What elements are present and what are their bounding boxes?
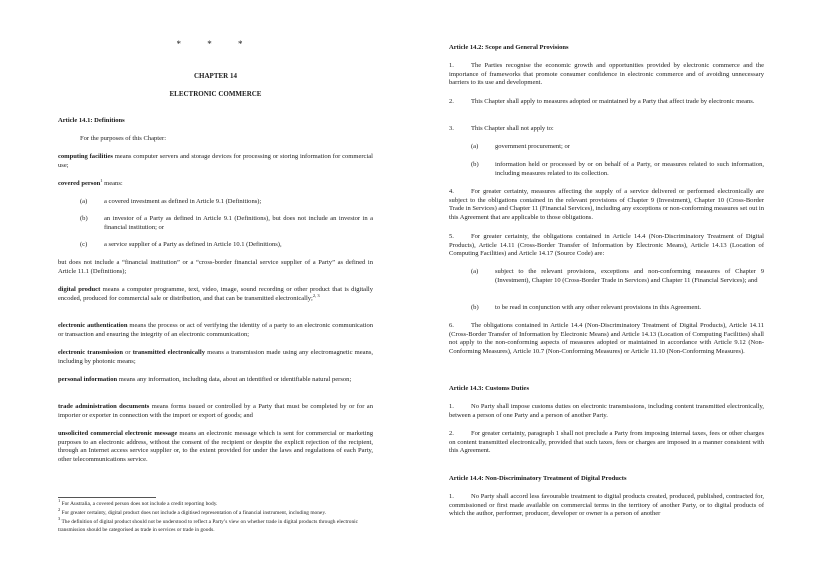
footnote-number: 1 — [58, 498, 61, 504]
term: personal information — [58, 376, 118, 383]
item-text: a covered investment as defined in Artic… — [104, 198, 262, 205]
paragraph-text: This Chapter shall apply to measures ado… — [471, 98, 755, 105]
article-heading-scope: Article 14.2: Scope and General Provisio… — [449, 44, 569, 51]
definition-personal-information: personal information means any informati… — [58, 376, 373, 385]
paragraph-text: For greater certainty, measures affectin… — [449, 188, 764, 221]
section-divider-stars: * * * — [176, 39, 255, 49]
article-heading-definitions: Article 14.1: Definitions — [58, 117, 125, 124]
definition-text: means: — [102, 180, 123, 187]
paragraph: 4.For greater certainty, measures affect… — [449, 188, 764, 222]
left-page: * * * CHAPTER 14 ELECTRONIC COMMERCE Art… — [58, 0, 373, 578]
definition-electronic-transmission: electronic transmission or transmitted e… — [58, 349, 373, 366]
definitions-intro: For the purposes of this Chapter: — [80, 135, 167, 142]
paragraph: 1.No Party shall accord less favourable … — [449, 493, 764, 519]
paragraph-text: The obligations contained in Article 14.… — [449, 322, 764, 355]
item-label: (b) — [80, 215, 88, 222]
term: electronic authentication — [58, 322, 128, 329]
paragraph-number: 3. — [449, 125, 454, 132]
paragraph-number: 1. — [449, 403, 454, 410]
paragraph-number: 6. — [449, 322, 454, 329]
item-label: (b) — [471, 304, 479, 311]
definition-covered-person: covered person1 means: — [58, 177, 373, 189]
paragraph-number: 2. — [449, 98, 454, 105]
paragraph-text: For greater certainty, paragraph 1 shall… — [449, 430, 764, 455]
item-label: (a) — [471, 143, 479, 150]
term: digital product — [58, 286, 101, 293]
paragraph-number: 1. — [449, 493, 454, 500]
definition-text: means the process or act of verifying th… — [58, 322, 373, 338]
footnote: 2 For greater certainty, digital product… — [58, 507, 373, 517]
item-text: a service supplier of a Party as defined… — [104, 241, 282, 248]
footnote: 1 For Australia, a covered person does n… — [58, 498, 373, 508]
term: electronic transmission — [58, 349, 123, 356]
paragraph-text: No Party shall accord less favourable tr… — [449, 493, 764, 518]
paragraph: 1.No Party shall impose customs duties o… — [449, 403, 764, 420]
footnote-ref: 1 — [100, 177, 103, 183]
item-label: (b) — [471, 161, 479, 168]
footnote-text: For greater certainty, digital product d… — [60, 510, 327, 516]
paragraph-number: 5. — [449, 233, 454, 240]
item-text: information held or processed by or on b… — [495, 161, 764, 177]
paragraph: 3. This Chapter shall not apply to: — [449, 125, 764, 134]
footnote-ref: 2, 3 — [312, 292, 320, 298]
term: covered person — [58, 180, 101, 187]
definition-computing-facilities: computing facilities means computer serv… — [58, 153, 373, 170]
definition-digital-product: digital product means a computer program… — [58, 286, 373, 303]
paragraph-text: The Parties recognise the economic growt… — [449, 62, 764, 87]
term: unsolicited commercial electronic messag… — [58, 430, 178, 437]
definition-trade-administration-documents: trade administration documents means for… — [58, 403, 373, 420]
footnote-divider — [58, 497, 156, 498]
definition-electronic-authentication: electronic authentication means the proc… — [58, 322, 373, 339]
item-text: government procurement; or — [495, 143, 570, 150]
covered-person-tail: but does not include a “financial instit… — [58, 259, 373, 275]
paragraph: 1.The Parties recognise the economic gro… — [449, 62, 764, 88]
definition-text: means forms issued or controlled by a Pa… — [58, 403, 373, 419]
item-text: to be read in conjunction with any other… — [495, 304, 701, 311]
paragraph: 5.For greater certainty, the obligations… — [449, 233, 764, 259]
footnote: 3 The definition of digital product shou… — [58, 516, 373, 534]
article-heading-non-discriminatory: Article 14.4: Non-Discriminatory Treatme… — [449, 475, 627, 482]
paragraph-text: No Party shall impose customs duties on … — [449, 403, 764, 419]
term: transmitted electronically — [132, 349, 205, 356]
article-heading-customs-duties: Article 14.3: Customs Duties — [449, 385, 530, 392]
definition-text: means a transmission made using any elec… — [58, 349, 373, 365]
definition-text: means a computer programme, text, video,… — [58, 286, 373, 302]
chapter-title: CHAPTER 14 — [194, 72, 237, 80]
item-label: (c) — [80, 241, 88, 248]
item-label: (a) — [471, 268, 479, 275]
item-text: an investor of a Party as defined in Art… — [104, 215, 373, 231]
paragraph-number: 4. — [449, 188, 454, 195]
item-text: subject to the relevant provisions, exce… — [495, 268, 764, 284]
right-page: Article 14.2: Scope and General Provisio… — [449, 0, 764, 578]
paragraph-number: 2. — [449, 430, 454, 437]
paragraph: 2.For greater certainty, paragraph 1 sha… — [449, 430, 764, 456]
footnote-number: 2 — [58, 507, 61, 513]
paragraph-text: This Chapter shall not apply to: — [471, 125, 554, 132]
paragraph: 2. This Chapter shall apply to measures a… — [449, 98, 764, 107]
definition-text: means any information, including data, a… — [117, 376, 352, 383]
paragraph-number: 1. — [449, 62, 454, 69]
connector-text: or — [122, 349, 133, 356]
paragraph: 6.The obligations contained in Article 1… — [449, 322, 764, 356]
term: computing facilities — [58, 153, 113, 160]
definition-text: means an electronic message which is sen… — [58, 430, 373, 463]
definition-text: means computer servers and storage devic… — [58, 153, 373, 169]
chapter-subtitle: ELECTRONIC COMMERCE — [169, 90, 262, 98]
term: trade administration documents — [58, 403, 150, 410]
footnote-text: The definition of digital product should… — [58, 519, 359, 534]
footnote-text: For Australia, a covered person does not… — [60, 501, 218, 507]
footnote-number: 3 — [58, 516, 61, 522]
definition-unsolicited-message: unsolicited commercial electronic messag… — [58, 430, 373, 464]
paragraph-text: For greater certainty, the obligations c… — [449, 233, 764, 258]
item-label: (a) — [80, 198, 88, 205]
